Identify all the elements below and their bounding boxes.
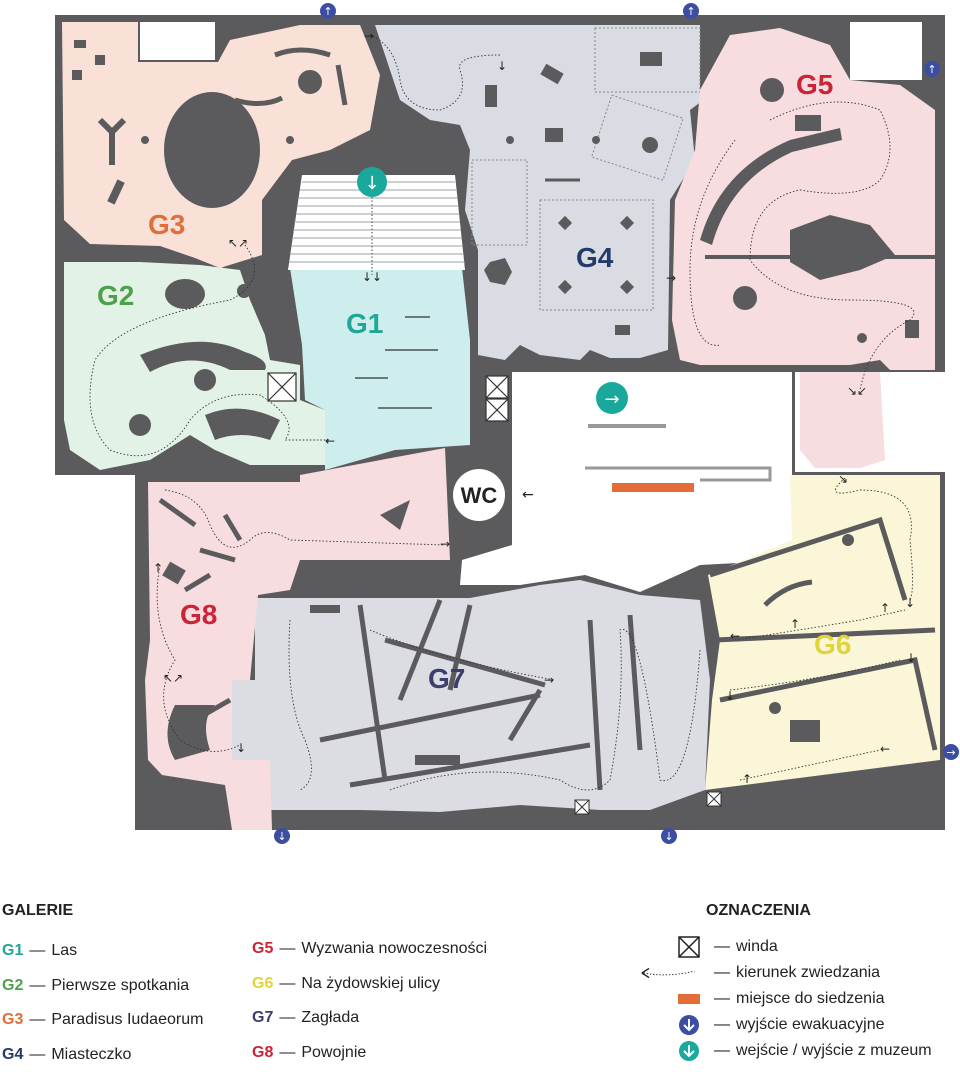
svg-text:→: → [604,389,619,410]
evacuation-exit-icon: → [943,744,959,760]
svg-text:↑: ↑ [742,772,752,786]
museum-floor-plan: WC ← →↓ ↓↓↖↗ ←→ ↑↖↗ ↓→ →↘↙ ↘↓ ↑↑ ←↓ ↓← ↑… [0,0,960,860]
legend-marking-item: —miejsce do siedzenia [640,986,932,1012]
legend-markings: OZNACZENIA —winda —kierunek zwiedzania —… [640,902,932,1064]
evacuation-exit-icon: ↑ [924,61,940,77]
museum-entrance-icon: ↓ [357,167,387,197]
svg-text:↖↗: ↖↗ [228,236,248,250]
svg-text:↑: ↑ [927,63,936,76]
svg-text:←: ← [730,629,740,643]
museum-entrance-icon [640,1040,700,1062]
svg-text:↓: ↓ [236,741,246,755]
elevator-icon [640,936,700,958]
gallery-label-g4: G4 [576,242,614,273]
svg-text:↑: ↑ [880,601,890,615]
museum-entrance-icon: → [596,382,628,414]
svg-text:↓↓: ↓↓ [362,270,382,284]
gallery-label-g2: G2 [97,280,134,311]
legend-gallery-item: G8—Powojnie [252,1036,487,1071]
legend-gallery-item: G3—Paradisus Iudaeorum [2,1003,203,1038]
legend-gallery-item: G2—Pierwsze spotkania [2,969,203,1004]
g3-exhibit-oval [164,92,260,208]
svg-text:↓: ↓ [364,173,379,194]
svg-text:↓: ↓ [664,830,673,843]
svg-text:↓: ↓ [725,689,735,703]
evacuation-exit-icon: ↓ [661,828,677,844]
svg-text:→: → [440,537,450,551]
seating-icon [640,993,700,1005]
elevator-icon [575,800,589,814]
legend-marking-item: —wyjście ewakuacyjne [640,1012,932,1038]
elevator-icon [486,376,508,421]
legend-markings-heading: OZNACZENIA [706,902,932,920]
svg-text:←: ← [325,434,335,448]
legend-gallery-item: G5—Wyzwania nowoczesności [252,932,487,967]
legend-marking-item: —kierunek zwiedzania [640,960,932,986]
seating-icon [612,483,694,492]
svg-text:↖↗: ↖↗ [163,671,183,685]
evacuation-exit-icon: ↑ [683,3,699,19]
svg-text:→: → [946,746,955,759]
legend-galleries: GALERIE G1—Las G2—Pierwsze spotkania G3—… [2,902,203,1072]
svg-text:↘: ↘ [838,472,848,486]
gallery-g5-lower [800,372,885,468]
svg-text:↓: ↓ [906,651,916,665]
gallery-label-g8: G8 [180,599,217,630]
elevator-icon [268,373,296,401]
svg-text:↑: ↑ [790,617,800,631]
legend-galleries-heading: GALERIE [2,902,203,920]
svg-text:→: → [666,271,676,285]
gallery-label-g7: G7 [428,663,465,694]
legend-gallery-item: G6—Na żydowskiej ulicy [252,967,487,1002]
legend-gallery-item: G4—Miasteczko [2,1038,203,1072]
svg-text:↑: ↑ [153,561,163,575]
evacuation-exit-icon [640,1014,700,1036]
svg-text:↓: ↓ [277,830,286,843]
gallery-label-g3: G3 [148,209,185,240]
legend-marking-item: —wejście / wyjście z muzeum [640,1038,932,1064]
svg-text:→: → [544,673,554,687]
wc-label: WC [461,483,498,508]
gallery-label-g6: G6 [814,629,851,660]
gallery-label-g5: G5 [796,69,833,100]
svg-text:←: ← [522,487,534,503]
svg-text:↑: ↑ [323,5,332,18]
svg-text:↓: ↓ [905,596,915,610]
svg-text:↓: ↓ [497,59,507,73]
evacuation-exit-icon: ↑ [320,3,336,19]
legend-galleries-col2: G5—Wyzwania nowoczesności G6—Na żydowski… [252,932,487,1070]
route-arrow-icon [640,966,700,980]
legend-gallery-item: G7—Zagłada [252,1001,487,1036]
legend-marking-item: —winda [640,934,932,960]
elevator-icon [707,792,721,806]
evacuation-exit-icon: ↓ [274,828,290,844]
svg-text:↑: ↑ [686,5,695,18]
svg-text:↘↙: ↘↙ [847,384,867,398]
gallery-label-g1: G1 [346,308,383,339]
svg-text:←: ← [880,742,890,756]
svg-text:→: → [364,29,374,43]
legend-gallery-item: G1—Las [2,934,203,969]
